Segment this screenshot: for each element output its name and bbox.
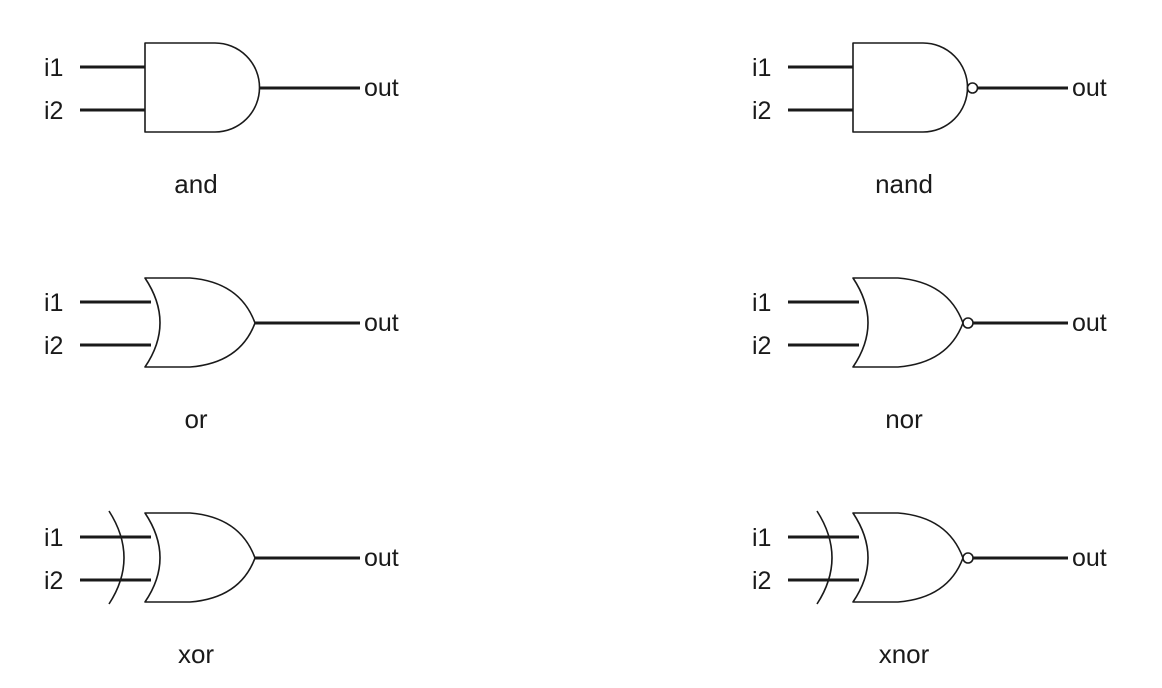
gate-name-label: xnor <box>879 639 930 669</box>
input-label-i2: i2 <box>752 567 771 595</box>
input-label-i1: i1 <box>44 524 63 552</box>
output-label: out <box>1072 309 1107 337</box>
output-label: out <box>364 544 399 572</box>
input-label-i2: i2 <box>44 97 63 125</box>
and-gate-body <box>852 42 969 133</box>
inversion-bubble <box>962 317 974 329</box>
input-label-i2: i2 <box>752 97 771 125</box>
input-label-i1: i1 <box>44 54 63 82</box>
input-label-i2: i2 <box>752 332 771 360</box>
gate-nor: i1 i2 out nor <box>752 277 1107 434</box>
or-gate-body <box>144 277 256 368</box>
input-label-i2: i2 <box>44 332 63 360</box>
gate-name-label: xor <box>178 639 214 669</box>
output-label: out <box>364 309 399 337</box>
or-gate-body <box>852 277 964 368</box>
input-label-i1: i1 <box>752 524 771 552</box>
output-label: out <box>364 74 399 102</box>
input-label-i1: i1 <box>752 54 771 82</box>
gate-xor: i1 i2 out xor <box>44 510 399 669</box>
input-label-i2: i2 <box>44 567 63 595</box>
input-label-i1: i1 <box>752 289 771 317</box>
input-label-i1: i1 <box>44 289 63 317</box>
and-gate-body <box>144 42 261 133</box>
inversion-bubble <box>966 82 979 94</box>
gate-or: i1 i2 out or <box>44 277 399 434</box>
gate-name-label: or <box>184 404 207 434</box>
xor-input-arc <box>108 510 125 605</box>
gate-and: i1 i2 out and <box>44 42 399 199</box>
output-label: out <box>1072 74 1107 102</box>
output-label: out <box>1072 544 1107 572</box>
gate-name-label: nand <box>875 169 933 199</box>
gate-name-label: nor <box>885 404 923 434</box>
gate-nand: i1 i2 out nand <box>752 42 1107 199</box>
gate-xnor: i1 i2 out xnor <box>752 510 1107 669</box>
inversion-bubble <box>962 552 974 564</box>
xor-gate-body <box>852 512 964 603</box>
gate-name-label: and <box>174 169 217 199</box>
xor-input-arc <box>816 510 833 605</box>
xor-gate-body <box>144 512 256 603</box>
